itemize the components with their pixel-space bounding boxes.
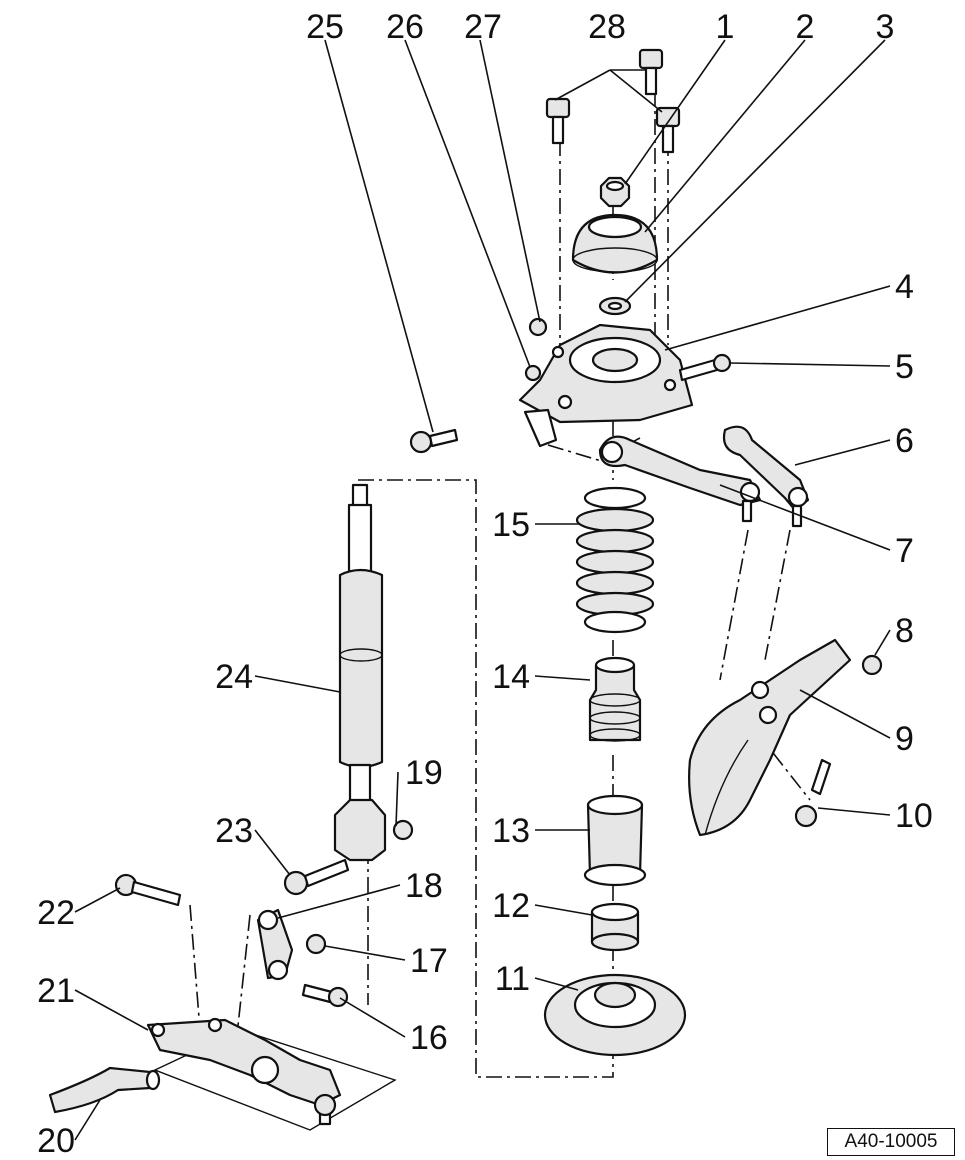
bolt-16 [301, 983, 349, 1008]
figure-id-label: A40-10005 [827, 1128, 955, 1156]
callout-9: 9 [895, 720, 914, 758]
callout-19: 19 [405, 754, 443, 792]
callout-3: 3 [876, 8, 895, 46]
callout-20: 20 [37, 1122, 75, 1160]
callout-25: 25 [306, 8, 344, 46]
callout-7: 7 [895, 532, 914, 570]
nut-26 [524, 364, 542, 382]
callout-18: 18 [405, 867, 443, 905]
bolt-25 [409, 428, 459, 454]
callout-8: 8 [895, 612, 914, 650]
bolt-28-a [638, 48, 664, 96]
bolt-28-c [655, 106, 681, 154]
callout-26: 26 [386, 8, 424, 46]
callout-28: 28 [588, 8, 626, 46]
bolt-5 [678, 353, 732, 382]
bolt-28-b [545, 97, 571, 145]
callout-14: 14 [492, 658, 530, 696]
callout-5: 5 [895, 348, 914, 386]
callout-24: 24 [215, 658, 253, 696]
callout-10: 10 [895, 797, 933, 835]
callout-6: 6 [895, 422, 914, 460]
nut-17 [305, 933, 327, 955]
callout-16: 16 [410, 1019, 448, 1057]
stabilizer-bar-20 [48, 1066, 161, 1114]
bolt-23 [283, 858, 350, 896]
callout-23: 23 [215, 812, 253, 850]
upper-link-6 [722, 425, 810, 528]
callout-21: 21 [37, 972, 75, 1010]
callout-15: 15 [492, 506, 530, 544]
callout-17: 17 [410, 942, 448, 980]
wheel-bearing-housing [688, 638, 852, 837]
spring-seat-11 [543, 973, 687, 1057]
shock-absorber-24 [333, 483, 387, 862]
coupling-rod-18 [256, 908, 294, 981]
leader-lines [74, 39, 891, 1141]
lower-wishbone-21 [146, 1017, 397, 1131]
nut-19 [392, 819, 414, 841]
callout-22: 22 [37, 894, 75, 932]
callout-27: 27 [464, 8, 502, 46]
bolt-10 [794, 758, 832, 828]
nut-27 [528, 317, 548, 337]
callout-13: 13 [492, 812, 530, 850]
top-strut-mount-4 [518, 323, 694, 448]
callout-1: 1 [716, 8, 735, 46]
coil-spring-15 [575, 486, 655, 634]
callout-labels: 1 2 3 4 5 6 7 8 9 10 11 12 13 14 15 16 1… [37, 8, 933, 1160]
callout-11: 11 [495, 960, 530, 998]
bump-stop-14 [588, 656, 642, 742]
callout-4: 4 [895, 268, 914, 306]
nut-8 [861, 654, 883, 676]
callout-2: 2 [796, 8, 815, 46]
protective-sleeve-13 [583, 794, 647, 887]
bolt-22 [114, 873, 182, 907]
nut-1 [599, 176, 631, 208]
bearing-cap-2 [571, 213, 659, 274]
bushing-12 [590, 902, 640, 952]
callout-12: 12 [492, 887, 530, 925]
washer-3 [598, 296, 632, 316]
